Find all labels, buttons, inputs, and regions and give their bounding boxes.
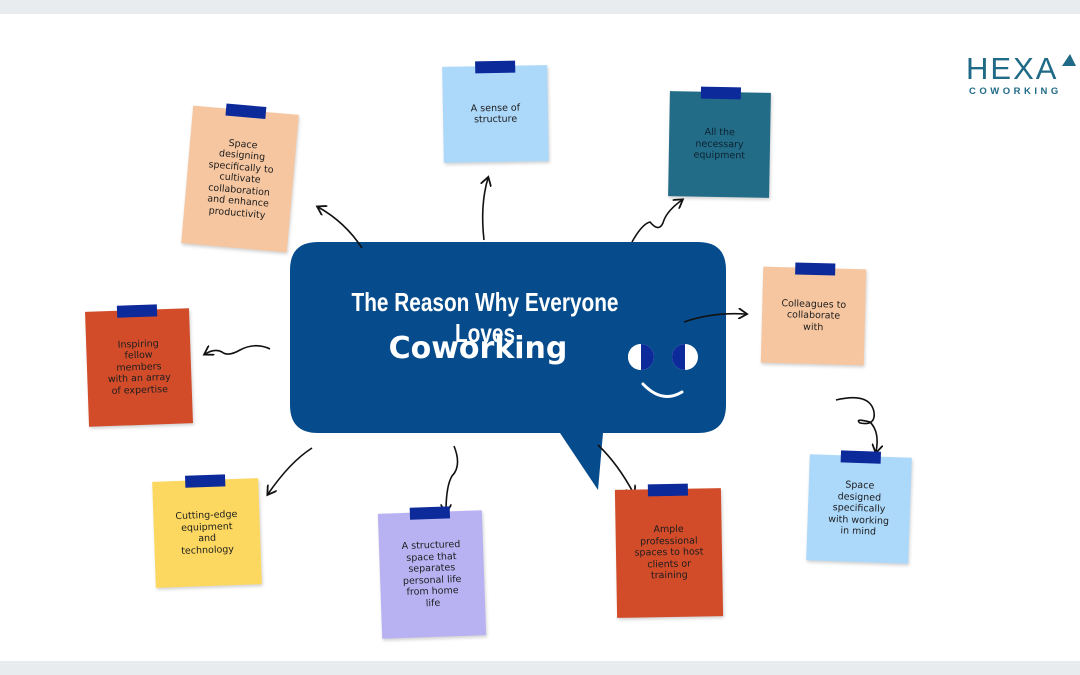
- note-working-mind: Space designed specifically with working…: [806, 450, 912, 564]
- tape: [225, 103, 267, 119]
- note-space-design: Space designing specifically to cultivat…: [181, 103, 299, 253]
- note-separates-text: A structured space that separates person…: [401, 538, 462, 609]
- note-colleagues-text: Colleagues to collaborate with: [781, 297, 847, 334]
- diagram-title: The Reason Why Everyone Loves: [351, 287, 619, 348]
- speech-bubble-shape: [290, 242, 726, 490]
- note-equipment-text: All the necessary equipment: [693, 126, 746, 162]
- note-professional: Ample professional spaces to host client…: [614, 483, 724, 618]
- tape: [647, 483, 689, 497]
- hexa-coworking-logo: HEXA COWORKING: [966, 52, 1076, 100]
- tape: [409, 506, 451, 520]
- tape: [700, 86, 741, 100]
- logo-triangle-icon: [1062, 54, 1076, 66]
- note-separates: A structured space that separates person…: [377, 506, 487, 639]
- logo-wordmark: HEXA: [966, 51, 1059, 86]
- note-space-design-text: Space designing specifically to cultivat…: [206, 137, 274, 222]
- bottom-band: [0, 661, 1080, 675]
- note-inspiring: Inspiring fellow members with an array o…: [85, 304, 193, 427]
- note-colleagues: Colleagues to collaborate with: [760, 262, 867, 366]
- note-working-mind-text: Space designed specifically with working…: [827, 479, 890, 538]
- tape: [794, 262, 835, 276]
- tape: [840, 450, 882, 464]
- tape: [474, 60, 515, 74]
- note-professional-text: Ample professional spaces to host client…: [634, 523, 704, 582]
- smiley-face-icon: [628, 344, 698, 398]
- logo-tagline: COWORKING: [969, 86, 1062, 97]
- diagram-subtitle: Coworking: [388, 331, 568, 366]
- tape: [116, 304, 158, 318]
- note-cutting-edge-text: Cutting-edge equipment and technology: [175, 508, 238, 557]
- top-band: [0, 0, 1080, 14]
- note-structure-text: A sense of structure: [470, 102, 521, 126]
- note-structure: A sense of structure: [442, 60, 549, 163]
- note-inspiring-text: Inspiring fellow members with an array o…: [107, 338, 172, 397]
- tape: [184, 474, 226, 488]
- note-cutting-edge: Cutting-edge equipment and technology: [152, 474, 262, 588]
- note-equipment: All the necessary equipment: [668, 86, 771, 198]
